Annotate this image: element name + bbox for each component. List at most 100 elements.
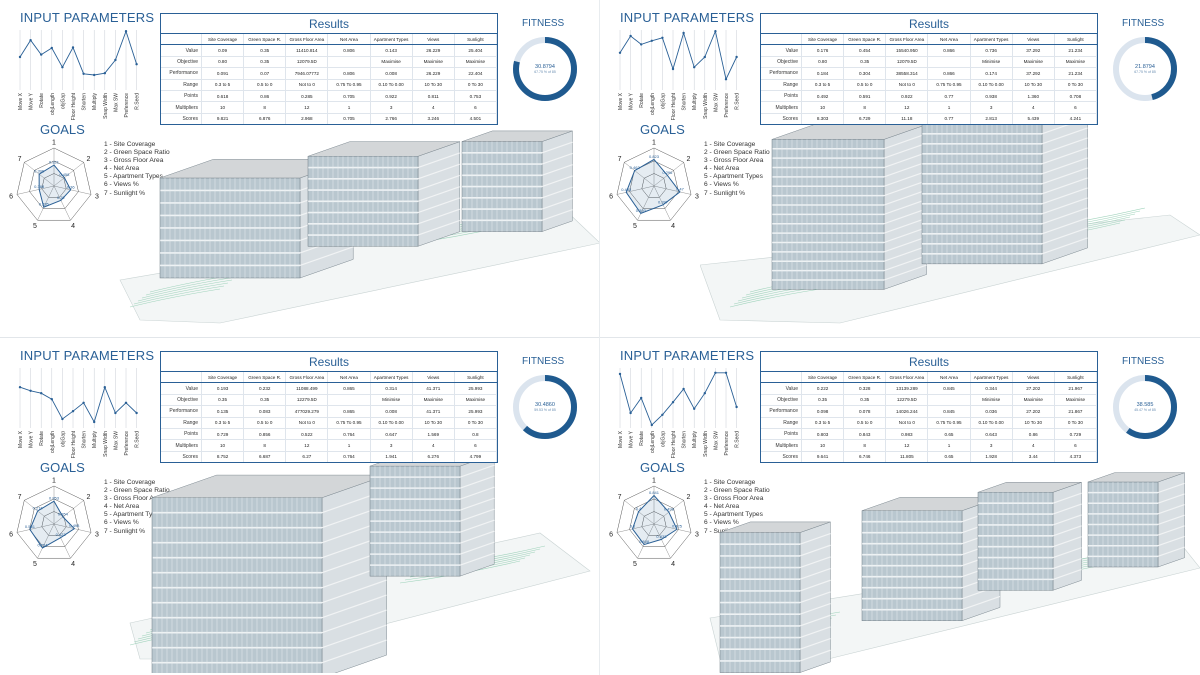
table-cell: 0.492 [801,90,845,103]
table-cell: 6 [454,439,498,452]
table-cell: 0.10 To 0.00 [370,79,413,91]
radar-axis-label: 7 [618,156,622,163]
table-cell: 0.3 to 5 [201,79,245,91]
radar-axis-label: 1 [52,140,56,147]
row-header: Scores [761,451,802,463]
building-mass [369,463,495,577]
param-axis-label: Move X [18,430,24,448]
legend-item: 2 - Green Space Ratio [704,487,770,495]
table-cell: 6.27 [285,451,329,463]
table-cell: 477029.279 [285,405,329,418]
param-axis-label: Rotate [639,431,645,446]
table-cell: 0.80 [801,56,845,69]
radar-value-label: 0.425 [672,524,683,529]
param-axis-label: Shorten [682,431,688,449]
table-cell: 0.922 [885,90,929,103]
table-cell: 0 To 30 [1054,79,1098,91]
fitness-subtext: 45.47 % of 85 [1134,408,1156,412]
table-cell: 0.753 [454,90,498,103]
table-cell: Not to 0 [285,79,329,91]
table-cell: 15540.950 [885,44,929,57]
table-cell: 2.766 [370,113,413,125]
row-header: Value [161,382,202,395]
row-header: Points [161,428,202,441]
column-header: Gross Floor Area [285,34,329,46]
table-cell: 0.75 To 0.95 [327,417,371,429]
table-cell: 12 [885,439,929,452]
column-header: Apartment Types [970,34,1013,46]
param-point [50,46,53,50]
radar-value-label: 0.47 [676,186,685,191]
radar-value-label: 0.823 [649,154,660,159]
radar-polygon [631,494,678,546]
row-header: Points [161,90,202,103]
fitness-subtext: 59.53 % of 85 [534,408,556,412]
table-cell: 4 [412,101,455,114]
param-axis-label: Floor Height [671,430,677,458]
table-cell: 41.371 [412,382,455,395]
column-header: Apartment Types [370,372,413,384]
building-mass [461,130,573,232]
table-cell: 10 [801,101,845,114]
row-header: Multipliers [761,439,802,452]
massing-scene [129,463,591,673]
param-point [618,51,622,54]
landscape-hatch [133,285,225,305]
table-cell: 6.876 [243,113,287,125]
table-cell: Maximise [1012,56,1055,69]
legend-item: 1 - Site Coverage [104,141,156,148]
table-cell: 9.641 [801,451,845,463]
table-cell: 0.729 [201,428,245,441]
param-axis-label: Multiply [92,93,98,110]
table-cell: 0.811 [412,90,455,103]
table-cell: 12279.5D [285,394,329,407]
row-header: Objective [161,56,202,69]
legend-item: 2 - Green Space Ratio [104,149,170,157]
radar-value-label: 0.36 [67,184,76,189]
radar-value-label: 0.4 [636,506,642,511]
table-cell: 4.241 [1054,113,1098,125]
results-title: Results [161,352,497,372]
table-cell: 0 To 30 [454,79,498,91]
table-cell: 6.729 [843,113,887,125]
goals-title: GOALS [640,460,685,475]
horizontal-divider [0,337,1200,338]
table-cell: 0.35 [843,394,887,407]
roof [719,521,831,533]
radar-value-label: 0.393 [636,208,647,213]
column-header: Apartment Types [370,34,413,46]
param-axis-label: Multiply [92,431,98,448]
legend-item: 5 - Apartment Types [104,173,163,181]
table-cell: 10 To 30 [1012,79,1055,91]
column-header: Gross Floor Area [285,372,329,384]
table-cell: 2.968 [285,113,329,125]
legend-item: 7 - Sunlight % [104,189,146,197]
table-cell: Maximise [454,56,498,69]
row-header: Objective [761,394,802,407]
table-cell: 0.222 [801,382,845,395]
fitness-title: FITNESS [522,356,565,367]
table-cell: 0.344 [970,382,1013,395]
param-point [703,55,706,59]
row-header: Value [761,382,802,395]
legend-item: 6 - Views % [104,181,139,189]
table-cell: 0.285 [285,90,329,103]
param-point [114,411,117,415]
fitness-progress-arc [513,37,577,101]
table-cell: 25.993 [454,405,498,418]
table-cell: 0.75 To 0.95 [927,79,971,91]
row-header: Multipliers [161,101,202,114]
row-header: Scores [761,113,802,125]
param-point [671,67,675,71]
param-axis-label: R.Seed [135,431,141,448]
table-cell: 2.813 [970,113,1013,125]
